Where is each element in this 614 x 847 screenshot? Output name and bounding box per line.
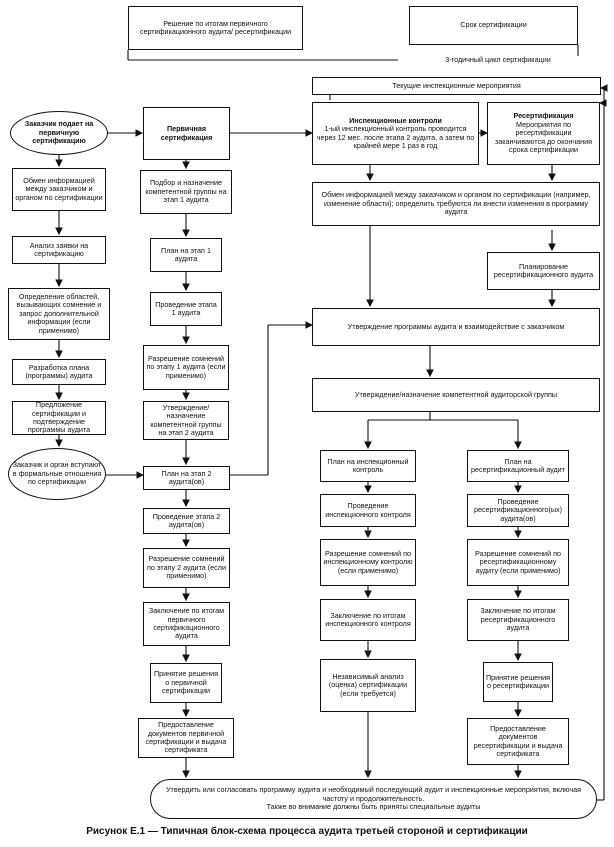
col1-item-4: Разработка плана (программы) аудита: [12, 359, 106, 385]
exchange-info-box: Обмен информацией между заказчиком и орг…: [312, 182, 600, 226]
col2-item-9: Заключение по итогам первичного сертифик…: [143, 602, 230, 646]
term-box: Срок сертификации: [409, 6, 578, 45]
col2-item-11: Предоставление документов первичной серт…: [138, 718, 234, 758]
col2-item-3: Проведение этапа 1 аудита: [150, 292, 222, 326]
col4-item-2: Проведение ресертификационного(ых) аудит…: [467, 494, 569, 527]
col4-item-3: Разрешение сомнений по ресертификационно…: [467, 539, 569, 586]
col4-item-4: Заключение по итогам ресертификационного…: [467, 599, 569, 641]
cycle-label: 3-годичный цикл сертификации: [398, 55, 598, 65]
recert-title: Ресертификация: [513, 111, 574, 121]
decision-box: Решение по итогам первичного сертификаци…: [128, 6, 303, 50]
col4-item-1: План на ресертификационный аудит: [467, 450, 569, 482]
approve-program-box: Утверждение программы аудита и взаимодей…: [312, 308, 600, 346]
bottom-program-box: Утвердить или согласовать программу ауди…: [150, 779, 597, 819]
col2-item-4: Разрешение сомнений по этапу 1 аудита (е…: [143, 345, 229, 390]
col2-item-1: Подбор и назначение компетентной группы …: [140, 170, 232, 214]
approve-team-box: Утверждение/назначение компетентной ауди…: [312, 378, 600, 412]
col1-item-2: Анализ заявки на сертификацию: [12, 236, 106, 264]
current-activities-box: Текущие инспекционные мероприятия: [312, 77, 601, 95]
col1-item-1: Обмен информацией между заказчиком и орг…: [12, 168, 106, 211]
col2-item-6: План на этап 2 аудита(ов): [143, 466, 230, 490]
inspection-text: 1-ый инспекционный контроль проводится ч…: [316, 124, 475, 150]
col3-item-5: Независимый анализ (оценка) сертификации…: [320, 659, 416, 712]
client-formal-oval: Заказчик и орган вступают в формальные о…: [8, 448, 106, 500]
inspection-box: Инспекционные контроли 1-ый инспекционны…: [312, 102, 479, 165]
inspection-title: Инспекционные контроли: [349, 115, 442, 125]
col3-item-2: Проведение инспекционного контроля: [320, 494, 416, 527]
col2-item-7: Проведение этапа 2 аудита(ов): [143, 508, 230, 534]
col1-item-3: Определение областей, вызывающих сомнени…: [8, 288, 110, 340]
col3-item-3: Разрешение сомнений по инспекционному ко…: [320, 539, 416, 586]
bottom-line-2: Также во внимание должны быть приняты сп…: [266, 802, 481, 812]
recert-planning-box: Планирование ресертификационного аудита: [487, 252, 600, 290]
recert-box: Ресертификация Мероприятия по ресертифик…: [487, 102, 600, 165]
col2-item-5: Утверждение/ назначение компетентной гру…: [143, 401, 229, 440]
col2-item-2: План на этап 1 аудита: [150, 238, 222, 272]
figure-caption: Рисунок Е.1 — Типичная блок-схема процес…: [86, 826, 528, 837]
client-apply-oval: Заказчик подает на первичную сертификаци…: [10, 111, 108, 155]
recert-text: Мероприятия по ресертификации заканчиваю…: [495, 119, 592, 155]
col4-item-5: Принятие решения о ресертификации: [483, 662, 553, 702]
col3-item-4: Заключение по итогам инспекционного конт…: [320, 599, 416, 641]
bottom-line-1: Утвердить или согласовать программу ауди…: [165, 785, 582, 803]
col4-item-6: Предоставление документов ресертификации…: [467, 718, 569, 765]
col2-item-10: Принятие решения о первичной сертификаци…: [150, 663, 222, 703]
initial-cert-title-box: Первичная сертификация: [143, 107, 230, 160]
col2-item-8: Разрешение сомнений по этапу 2 аудита (е…: [143, 548, 230, 588]
col3-item-1: План на инспекционный контроль: [320, 450, 416, 482]
col1-item-5: Предложение сертификации и подтверждение…: [12, 400, 106, 435]
